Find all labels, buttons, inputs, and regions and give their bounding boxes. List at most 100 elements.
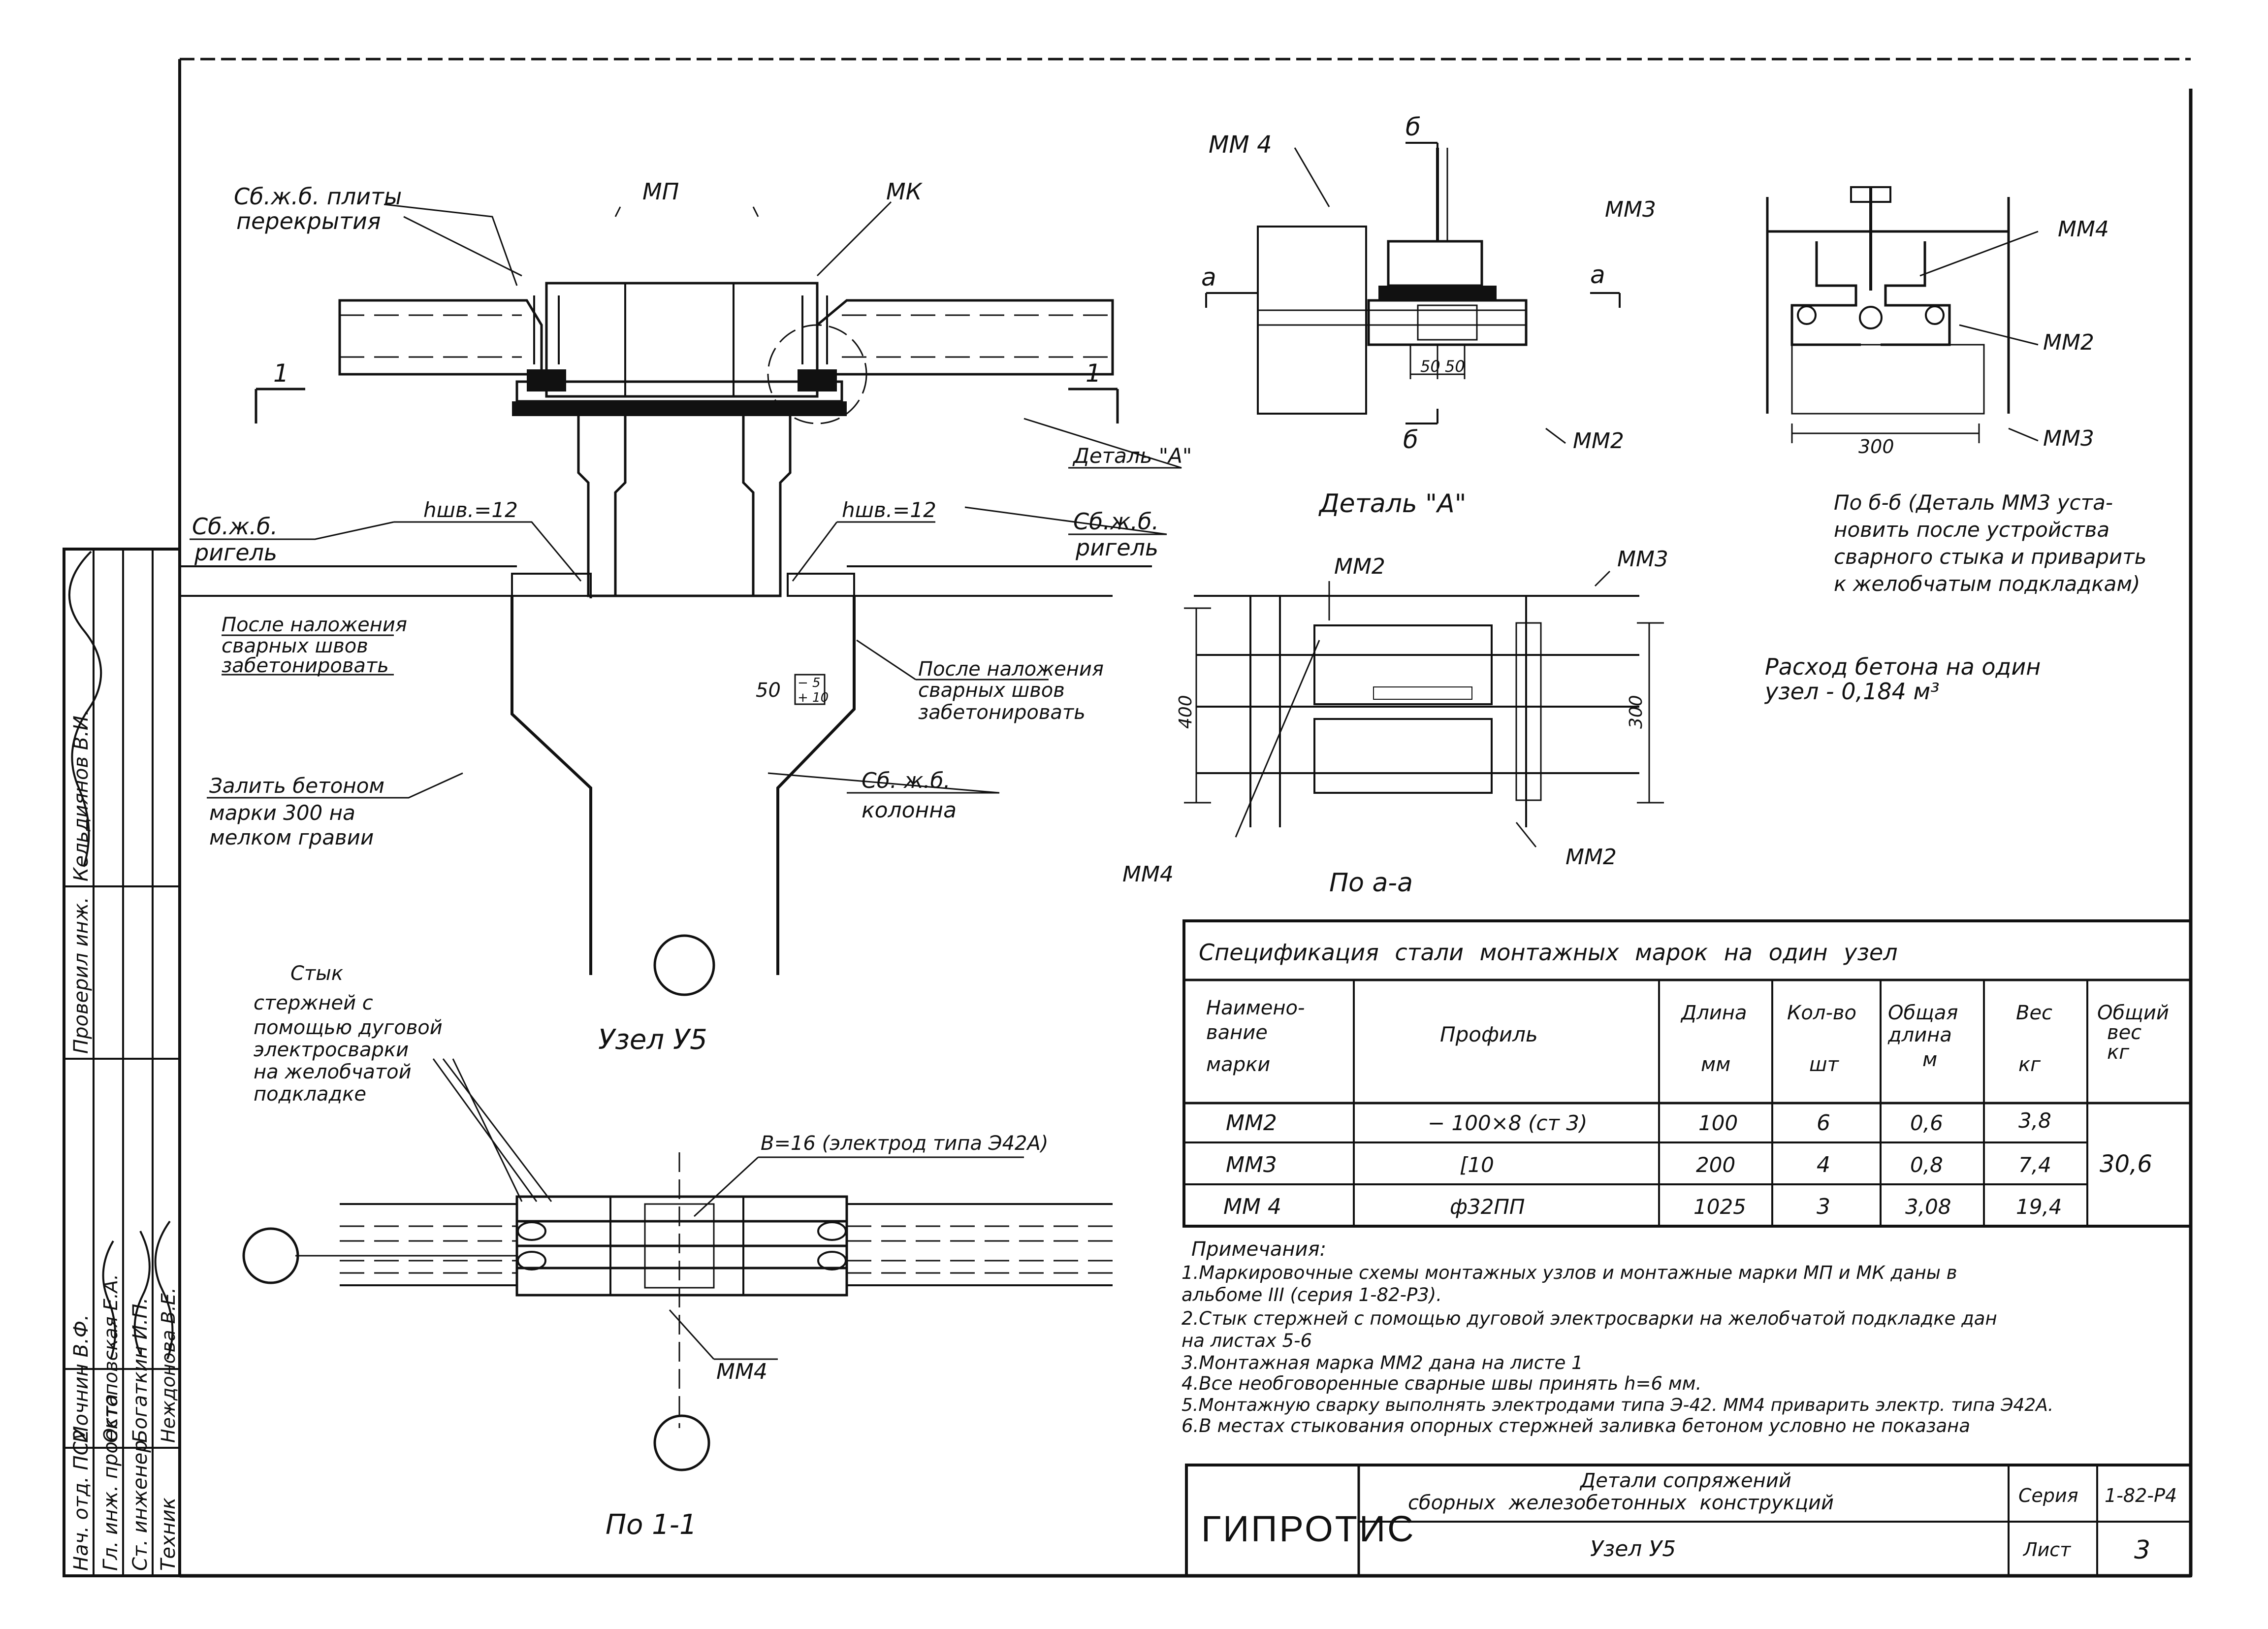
stamp-role-3: Ст. инженер [129, 1440, 152, 1571]
joint-note-2: стержней с [254, 992, 373, 1014]
note-line-5: 3.Монтажная марка ММ2 дана на листе 1 [1182, 1352, 1583, 1373]
mp-label: МП [642, 178, 679, 205]
view-bb-mm4: ММ4 [2058, 217, 2109, 242]
detail-a-mm4: ММ 4 [1209, 131, 1272, 159]
main-section-labels: Сб.ж.б. плиты перекрытия МП МК 1 1 Детал… [192, 178, 1192, 1056]
view-aa-drawing [1184, 570, 1664, 847]
spec-header-length-1: Длина [1680, 1002, 1747, 1024]
view-aa-mm4: ММ4 [1122, 862, 1174, 887]
stamp-strip [63, 548, 181, 1577]
detail-a-cut-a-right: а [1590, 261, 1605, 289]
view-bb-note-2: новить после устройства [1834, 518, 2109, 542]
stamp-role-4: Техник [157, 1498, 180, 1571]
org-name: ГИПРОТИС [1201, 1508, 1416, 1549]
note-line-1: 1.Маркировочные схемы монтажных узлов и … [1182, 1262, 1957, 1283]
column-label-1: Сб. ж.б. [862, 768, 951, 793]
title-block-grid [1185, 1464, 2192, 1577]
view-aa-dim-300: 300 [1626, 695, 1646, 729]
spec-header-total-weight-3: кг [2107, 1041, 2130, 1064]
view-bb-note-4: к желобчатым подкладкам) [1834, 572, 2140, 596]
dim-50: 50 [756, 679, 781, 702]
concrete-note-left-1: После наложения [222, 614, 407, 636]
concrete-note-right-1: После наложения [918, 658, 1104, 681]
floor-slab-label-2: перекрытия [236, 208, 381, 234]
pour-note-2: марки 300 на [209, 801, 355, 825]
drawing-title-1: Детали сопряжений [1579, 1469, 1791, 1492]
view-11-title: По 1-1 [606, 1509, 697, 1541]
spec-table: Спецификация стали монтажных марок на од… [1199, 939, 2169, 1219]
spec-row2-qty: 4 [1817, 1152, 1830, 1177]
spec-header-profile: Профиль [1440, 1022, 1538, 1046]
detail-a-drawing [1205, 142, 1621, 444]
note-line-4: на листах 5-6 [1182, 1330, 1312, 1351]
detail-a-dim-50a: 50 [1420, 357, 1440, 376]
spec-total-weight: 30,6 [2100, 1150, 2152, 1178]
spec-row1-total-length: 0,6 [1910, 1111, 1943, 1135]
view-aa-mm2-top: ММ2 [1334, 554, 1385, 579]
spec-header-total-weight-1: Общий [2097, 1002, 2169, 1024]
spec-header-weight-1: Вес [2016, 1002, 2052, 1024]
spec-header-total-length-2: длина [1887, 1024, 1952, 1046]
spec-title: Спецификация стали монтажных марок на од… [1199, 939, 1898, 966]
sheet-value: 3 [2134, 1535, 2150, 1565]
stamp-signatures [68, 551, 174, 1360]
mk-label: МК [886, 178, 923, 205]
spec-row1-qty: 6 [1817, 1110, 1830, 1136]
spec-row2-mark: ММ3 [1226, 1152, 1277, 1177]
detail-a-dim-50b: 50 [1445, 357, 1465, 376]
notes: Примечания: 1.Маркировочные схемы монтаж… [1182, 1238, 2053, 1436]
dim-tolerance-bottom: + 10 [798, 690, 829, 705]
sheet-label: Лист [2022, 1539, 2072, 1561]
spec-header-total-length-3: м [1922, 1048, 1937, 1071]
detail-a-mm2: ММ2 [1573, 428, 1624, 454]
spec-table-grid [1182, 919, 2192, 1228]
view-bb-mm3: ММ3 [2043, 426, 2094, 451]
view-aa-dim-400: 400 [1176, 695, 1196, 729]
stamp-checked-label: Проверил инж. [70, 897, 93, 1054]
concrete-note-left-2: сварных швов [222, 635, 368, 657]
spec-header-qty-2: шт [1809, 1053, 1840, 1076]
spec-header-qty-1: Кол-во [1787, 1002, 1856, 1024]
concrete-consumption-1: Расход бетона на один [1765, 653, 2041, 680]
drawing-title-2: сборных железобетонных конструкций [1408, 1492, 1834, 1514]
spec-row3-profile: ф32ПП [1450, 1195, 1525, 1219]
spec-header-total-weight-2: вес [2107, 1021, 2141, 1044]
spec-row3-weight: 19,4 [2016, 1195, 2062, 1219]
concrete-note-left-3: забетонировать [222, 654, 389, 677]
spec-row1-weight: 3,8 [2018, 1108, 2051, 1133]
detail-a-title: Деталь "А" [1318, 489, 1467, 519]
view-aa-mm3: ММ3 [1617, 547, 1668, 572]
concrete-consumption-2: узел - 0,184 м³ [1764, 678, 1940, 705]
spec-row2-weight: 7,4 [2018, 1153, 2051, 1177]
note-line-7: 5.Монтажную сварку выполнять электродами… [1182, 1395, 2053, 1415]
view-aa-labels: ММ2 ММ3 400 300 ММ2 ММ4 По а-а [1122, 547, 1668, 898]
view-aa-title: По а-а [1329, 868, 1413, 898]
concrete-note-right-3: забетонировать [918, 701, 1086, 724]
spec-header-total-length-1: Общая [1888, 1002, 1958, 1024]
title-block: ГИПРОТИС Детали сопряжений сборных желез… [1201, 1469, 2177, 1565]
joint-note-5: на желобчатой [254, 1061, 412, 1083]
joint-note-6: подкладке [254, 1083, 366, 1106]
spec-row1-length: 100 [1698, 1111, 1738, 1135]
stamp-roles: Нач. отд. ПС2 Гл. инж. проекта Ст. инжен… [68, 551, 180, 1571]
spec-header-name-1: Наимено- [1206, 997, 1305, 1019]
spec-row3-mark: ММ 4 [1223, 1194, 1281, 1219]
view-11-drawing [242, 1058, 1113, 1471]
spec-header-weight-2: кг [2018, 1053, 2041, 1076]
drawing-node: Узел У5 [1590, 1536, 1676, 1562]
spec-row2-total-length: 0,8 [1910, 1153, 1943, 1177]
stamp-name-4: Неждонова В.Е. [158, 1287, 179, 1443]
spec-row2-profile: [10 [1460, 1153, 1494, 1177]
node-title: Узел У5 [598, 1024, 707, 1056]
spec-header-length-2: мм [1701, 1053, 1730, 1076]
note-line-8: 6.В местах стыкования опорных стержней з… [1182, 1415, 1970, 1436]
dim-tolerance-top: − 5 [798, 676, 821, 690]
stamp-role-1: Нач. отд. ПС2 [70, 1429, 93, 1571]
note-line-2: альбоме III (серия 1-82-Р3). [1182, 1284, 1442, 1305]
spec-row3-total-length: 3,08 [1905, 1195, 1951, 1219]
view-bb-dim-300: 300 [1858, 436, 1894, 457]
pour-note-1: Залить бетоном [209, 774, 384, 798]
weld-size-right: hшв.=12 [842, 498, 936, 522]
joint-note-1: Стык [290, 962, 343, 985]
detail-a-mm3: ММ3 [1605, 197, 1656, 222]
